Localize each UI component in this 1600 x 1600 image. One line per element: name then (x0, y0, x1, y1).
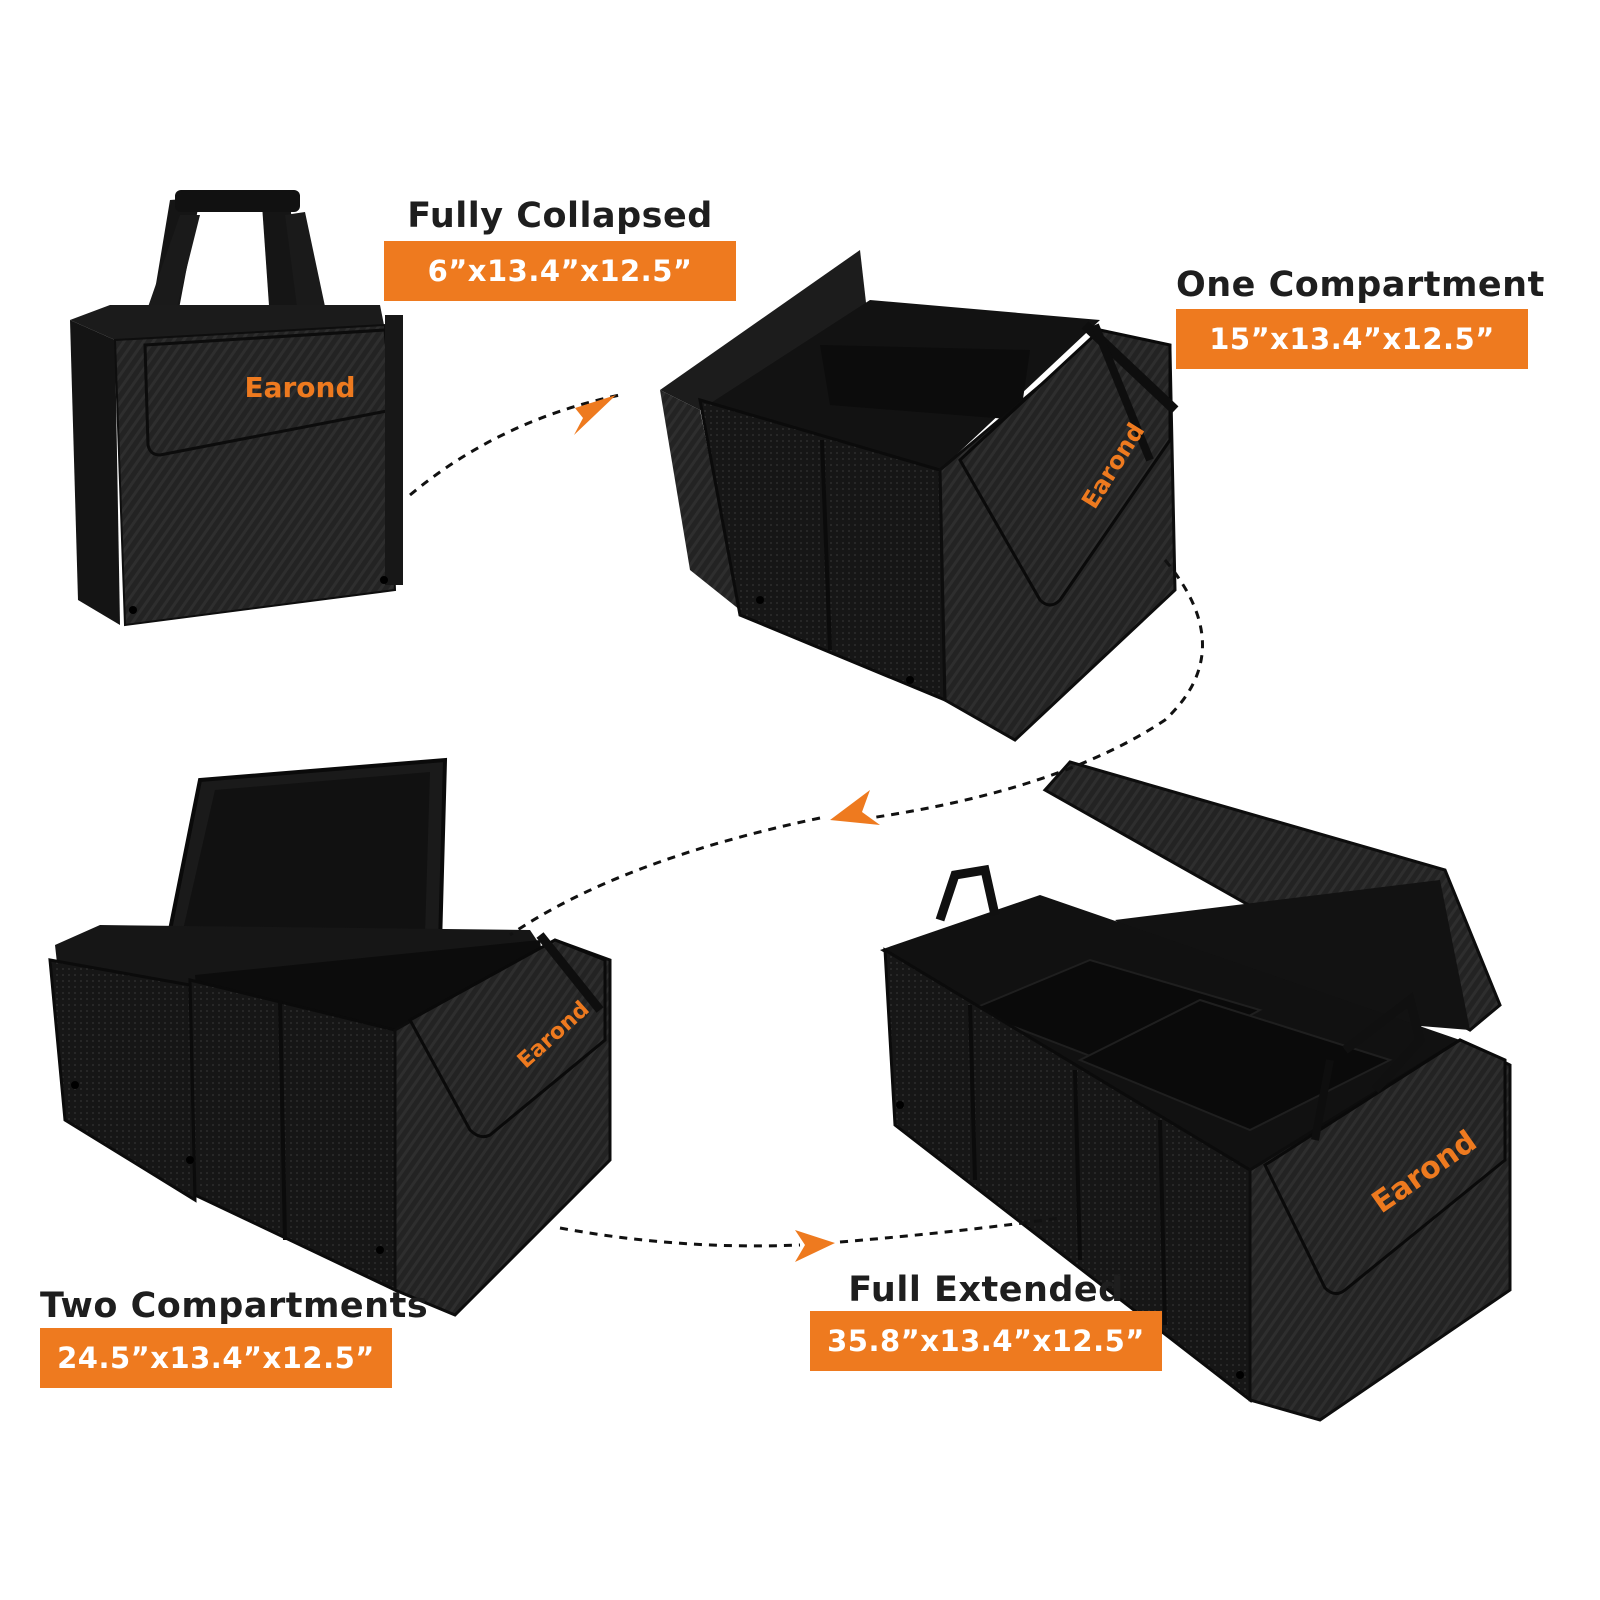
arrow-icon (795, 1230, 835, 1262)
flow-arrows (409, 393, 1204, 1262)
organizer-two-compartments-image: Earond (48, 757, 612, 1317)
collapsed-size-badge: 6”x13.4”x12.5” (384, 241, 736, 301)
collapsed-title: Fully Collapsed (407, 196, 713, 236)
arrow-icon (830, 790, 880, 825)
two-compartments-size-badge: 24.5”x13.4”x12.5” (40, 1328, 392, 1388)
full-extended-title: Full Extended (848, 1270, 1124, 1310)
organizer-full-extended-image: Earond (880, 760, 1512, 1422)
brand-logo: Earond (244, 371, 355, 404)
flow-path-2 (869, 559, 1204, 820)
arrow-icon (574, 395, 616, 435)
one-compartment-size-badge: 15”x13.4”x12.5” (1176, 309, 1528, 369)
flow-path-3 (509, 816, 821, 937)
full-extended-size-badge: 35.8”x13.4”x12.5” (810, 1311, 1162, 1371)
organizer-collapsed-image: Earond (70, 190, 403, 627)
two-compartments-title: Two Compartments (40, 1286, 429, 1326)
flow-path-5 (839, 1216, 1061, 1244)
flow-path-4 (559, 1226, 801, 1248)
one-compartment-title: One Compartment (1176, 265, 1545, 305)
organizer-one-compartment-image: Earond (660, 250, 1179, 742)
